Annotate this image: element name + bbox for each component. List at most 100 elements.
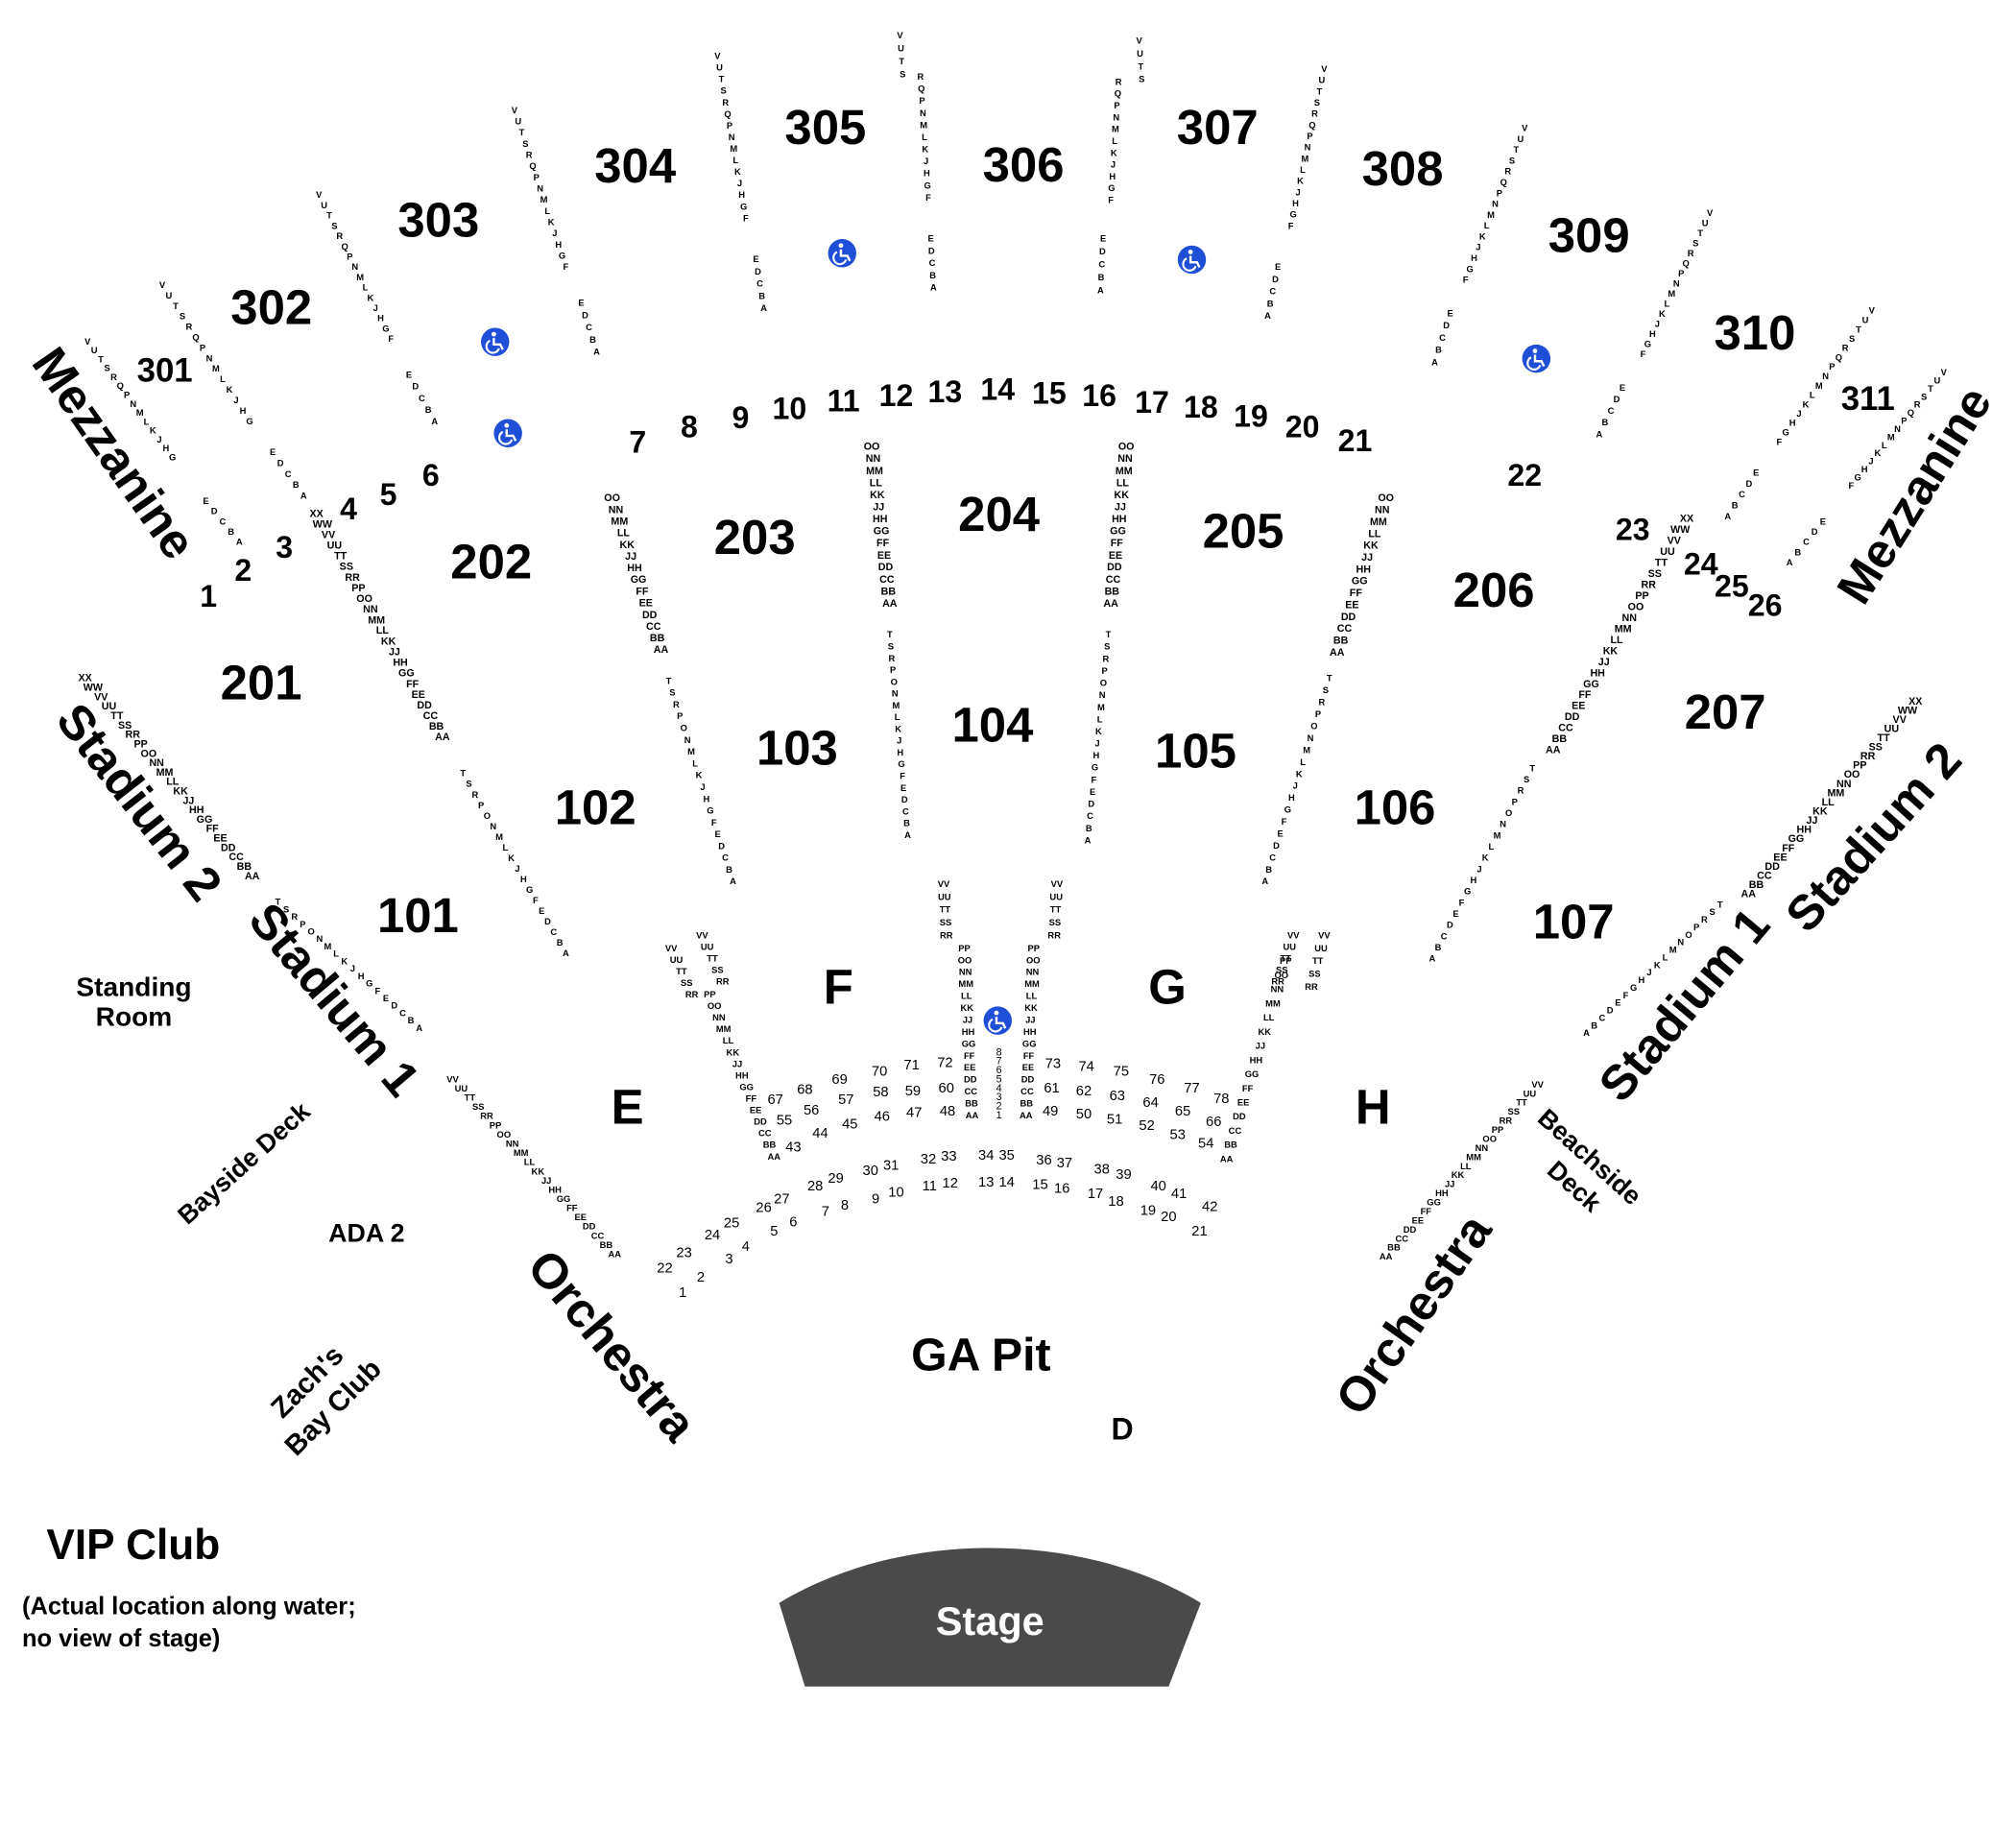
seat-number[interactable]: 77 [1184,1081,1199,1096]
seat-number[interactable]: 60 [939,1081,954,1096]
box-20[interactable]: 20 [1285,409,1320,444]
seat-number[interactable]: 35 [998,1148,1014,1164]
section-205[interactable]: 205 [1203,503,1284,558]
section-303[interactable]: 303 [397,192,479,247]
seat-number[interactable]: 70 [872,1065,887,1080]
section-d[interactable]: D [1112,1412,1134,1447]
seat-number[interactable]: 24 [705,1228,720,1243]
section-105[interactable]: 105 [1155,723,1236,778]
section-206[interactable]: 206 [1453,563,1535,617]
seat-number[interactable]: 8 [996,1046,1002,1058]
seat-number[interactable]: 28 [807,1179,823,1194]
seat-number[interactable]: 16 [1054,1182,1069,1197]
seat-number[interactable]: 51 [1107,1112,1122,1127]
box-15[interactable]: 15 [1032,375,1067,410]
section-310[interactable]: 310 [1714,305,1795,360]
box-19[interactable]: 19 [1234,399,1268,434]
section-301[interactable]: 301 [137,352,193,390]
box-18[interactable]: 18 [1184,390,1218,424]
seat-number[interactable]: 41 [1171,1187,1187,1202]
box-9[interactable]: 9 [732,400,750,435]
seat-number[interactable]: 5 [996,1073,1002,1085]
seat-number[interactable]: 72 [937,1055,952,1070]
seat-number[interactable]: 61 [1044,1081,1059,1096]
seat-number[interactable]: 6 [996,1065,1002,1076]
box-12[interactable]: 12 [879,378,914,413]
seat-number[interactable]: 1 [679,1285,686,1301]
ada-2-label[interactable]: ADA 2 [328,1218,404,1247]
seat-number[interactable]: 71 [903,1058,919,1073]
section-306[interactable]: 306 [983,137,1065,192]
seat-number[interactable]: 30 [863,1164,878,1179]
box-14[interactable]: 14 [980,372,1015,406]
section-204[interactable]: 204 [958,487,1041,541]
box-11[interactable]: 11 [828,383,860,418]
box-16[interactable]: 16 [1082,378,1116,413]
seat-number[interactable]: 26 [756,1201,771,1216]
seat-number[interactable]: 1 [996,1110,1002,1121]
seat-number[interactable]: 62 [1076,1084,1092,1099]
section-202[interactable]: 202 [450,535,532,589]
seat-number[interactable]: 13 [978,1175,994,1190]
box-10[interactable]: 10 [773,392,807,426]
box-1[interactable]: 1 [200,579,217,613]
section-104[interactable]: 104 [951,698,1034,753]
seat-number[interactable]: 2 [697,1270,705,1285]
seat-number[interactable]: 56 [804,1103,819,1118]
seat-number[interactable]: 50 [1076,1107,1092,1122]
seat-number[interactable]: 76 [1149,1072,1164,1088]
seat-number[interactable]: 43 [785,1140,801,1156]
seat-number[interactable]: 36 [1036,1153,1051,1168]
seat-number[interactable]: 54 [1198,1137,1213,1152]
seat-number[interactable]: 6 [789,1214,797,1230]
seat-number[interactable]: 38 [1094,1162,1110,1177]
seat-number[interactable]: 65 [1175,1104,1190,1119]
section-e[interactable]: E [612,1079,644,1134]
box-8[interactable]: 8 [681,409,698,444]
box-2[interactable]: 2 [234,553,252,588]
section-g[interactable]: G [1148,960,1187,1015]
section-304[interactable]: 304 [594,138,677,193]
section-101[interactable]: 101 [377,888,459,943]
box-6[interactable]: 6 [422,458,440,492]
seat-number[interactable]: 3 [996,1092,1002,1103]
seat-number[interactable]: 40 [1150,1179,1165,1194]
section-307[interactable]: 307 [1177,100,1259,155]
seat-number[interactable]: 39 [1116,1167,1131,1183]
seat-number[interactable]: 45 [842,1117,857,1133]
seat-number[interactable]: 15 [1032,1178,1047,1193]
seat-number[interactable]: 47 [906,1106,922,1121]
section-203[interactable]: 203 [714,510,796,564]
box-13[interactable]: 13 [928,374,963,409]
section-305[interactable]: 305 [784,100,866,155]
seat-number[interactable]: 32 [921,1152,936,1167]
seat-number[interactable]: 21 [1191,1224,1207,1239]
box-7[interactable]: 7 [629,424,646,459]
seat-number[interactable]: 59 [905,1084,921,1099]
seat-number[interactable]: 27 [774,1191,789,1207]
seat-number[interactable]: 67 [767,1092,782,1108]
seat-number[interactable]: 17 [1088,1187,1103,1202]
seat-number[interactable]: 58 [873,1085,888,1100]
seat-number[interactable]: 23 [676,1246,691,1261]
seat-number[interactable]: 34 [978,1148,994,1164]
box-17[interactable]: 17 [1135,385,1169,420]
seat-number[interactable]: 11 [923,1179,937,1194]
seat-number[interactable]: 7 [996,1056,1002,1068]
seat-number[interactable]: 78 [1213,1092,1229,1107]
seat-number[interactable]: 2 [996,1101,1002,1113]
section-107[interactable]: 107 [1533,894,1615,948]
section-311[interactable]: 311 [1841,380,1895,418]
seat-number[interactable]: 29 [828,1171,843,1187]
seat-number[interactable]: 4 [996,1083,1002,1094]
section-106[interactable]: 106 [1355,780,1436,834]
box-24[interactable]: 24 [1684,547,1718,582]
seat-number[interactable]: 12 [943,1176,958,1191]
standing-room-label-line2[interactable]: Room [96,1001,173,1031]
seat-number[interactable]: 49 [1043,1104,1058,1119]
seat-number[interactable]: 3 [725,1252,732,1267]
box-22[interactable]: 22 [1507,458,1542,492]
seat-number[interactable]: 22 [657,1261,672,1277]
seat-number[interactable]: 69 [831,1072,847,1088]
seat-number[interactable]: 73 [1045,1057,1061,1072]
